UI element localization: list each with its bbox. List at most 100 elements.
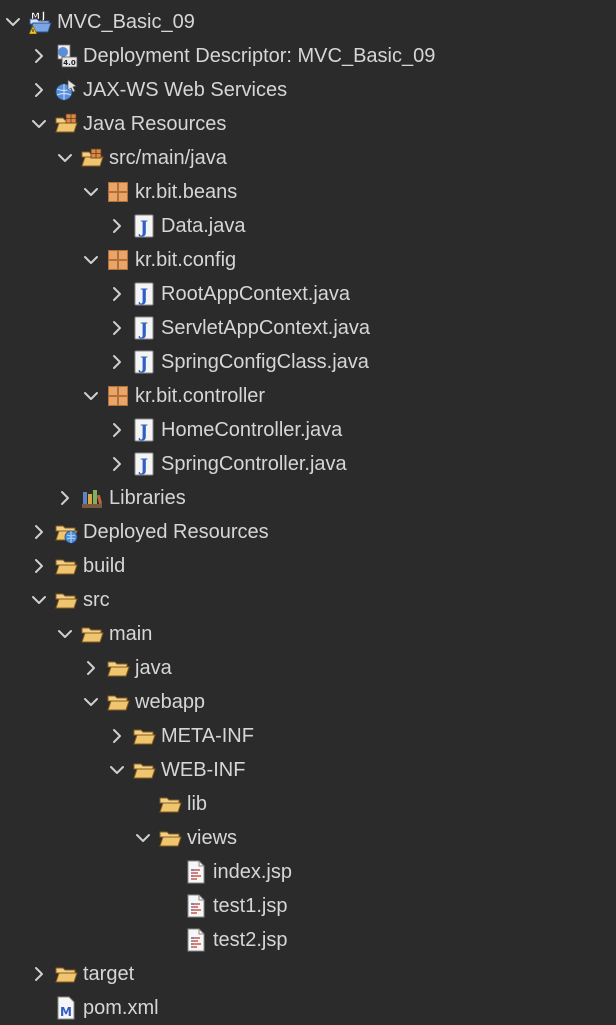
chevron-right-icon[interactable] — [104, 345, 130, 379]
chevron-right-icon[interactable] — [104, 719, 130, 753]
chevron-down-icon[interactable] — [26, 583, 52, 617]
tree-row-webapp[interactable]: webapp — [0, 685, 616, 719]
chevron-down-icon[interactable] — [78, 175, 104, 209]
chevron-right-icon[interactable] — [104, 277, 130, 311]
chevron-right-icon[interactable] — [78, 651, 104, 685]
java-file-icon: J — [132, 316, 156, 340]
svg-text:J: J — [138, 422, 148, 442]
tree-row-jax-ws-web-services[interactable]: JAX-WS Web Services — [0, 73, 616, 107]
chevron-down-icon[interactable] — [104, 753, 130, 787]
tree-item-label: Data.java — [161, 215, 246, 237]
tree-row-kr-bit-config[interactable]: kr.bit.config — [0, 243, 616, 277]
folder-icon — [106, 690, 130, 714]
chevron-right-icon[interactable] — [26, 549, 52, 583]
jsp-file-icon — [184, 860, 208, 884]
chevron-right-icon[interactable] — [26, 39, 52, 73]
tree-row-test2-jsp[interactable]: test2.jsp — [0, 923, 616, 957]
tree-row-homecontroller-java[interactable]: J HomeController.java — [0, 413, 616, 447]
chevron-down-icon[interactable] — [78, 685, 104, 719]
folder-icon — [158, 826, 182, 850]
tree-row-lib[interactable]: lib — [0, 787, 616, 821]
tree-item-label: Deployment Descriptor: MVC_Basic_09 — [83, 45, 436, 67]
tree-row-test1-jsp[interactable]: test1.jsp — [0, 889, 616, 923]
tree-item-label: webapp — [135, 691, 206, 713]
tree-item-label: java — [135, 657, 172, 679]
package-icon — [106, 180, 130, 204]
chevron-right-icon[interactable] — [104, 209, 130, 243]
tree-row-index-jsp[interactable]: index.jsp — [0, 855, 616, 889]
folder-icon — [54, 554, 78, 578]
jsp-file-icon — [184, 928, 208, 952]
chevron-down-icon[interactable] — [78, 379, 104, 413]
tree-item-label: kr.bit.controller — [135, 385, 266, 407]
tree-row-meta-inf[interactable]: META-INF — [0, 719, 616, 753]
deployment-descriptor-icon: 4.0 — [54, 44, 78, 68]
tree-item-label: kr.bit.beans — [135, 181, 238, 203]
tree-row-kr-bit-beans[interactable]: kr.bit.beans — [0, 175, 616, 209]
tree-item-label: MVC_Basic_09 — [57, 11, 195, 33]
chevron-right-icon[interactable] — [26, 957, 52, 991]
package-icon — [106, 384, 130, 408]
svg-text:4.0: 4.0 — [63, 59, 76, 67]
tree-row-main[interactable]: main — [0, 617, 616, 651]
svg-text:M: M — [60, 1005, 72, 1019]
tree-row-java[interactable]: java — [0, 651, 616, 685]
tree-item-label: src — [83, 589, 110, 611]
svg-text:J: J — [138, 456, 148, 476]
tree-row-web-inf[interactable]: WEB-INF — [0, 753, 616, 787]
chevron-down-icon[interactable] — [0, 5, 26, 39]
svg-text:J: J — [138, 286, 148, 306]
svg-text:J: J — [40, 11, 46, 22]
chevron-right-icon[interactable] — [104, 311, 130, 345]
tree-item-label: HomeController.java — [161, 419, 343, 441]
java-resources-icon — [54, 112, 78, 136]
svg-text:M: M — [31, 12, 40, 22]
tree-row-libraries[interactable]: Libraries — [0, 481, 616, 515]
java-file-icon: J — [132, 282, 156, 306]
chevron-down-icon[interactable] — [52, 617, 78, 651]
tree-row-data-java[interactable]: J Data.java — [0, 209, 616, 243]
folder-icon — [158, 792, 182, 816]
tree-item-label: main — [109, 623, 153, 645]
tree-item-label: Java Resources — [83, 113, 227, 135]
chevron-down-icon[interactable] — [130, 821, 156, 855]
web-services-icon — [54, 78, 78, 102]
tree-item-label: SpringConfigClass.java — [161, 351, 369, 373]
tree-row-views[interactable]: views — [0, 821, 616, 855]
tree-row-deployment-descriptor-mvc-basic-09[interactable]: 4.0 Deployment Descriptor: MVC_Basic_09 — [0, 39, 616, 73]
maven-pom-icon: M — [54, 996, 78, 1020]
java-file-icon: J — [132, 214, 156, 238]
chevron-down-icon[interactable] — [78, 243, 104, 277]
folder-icon — [132, 758, 156, 782]
tree-row-build[interactable]: build — [0, 549, 616, 583]
chevron-right-icon[interactable] — [26, 73, 52, 107]
tree-row-src[interactable]: src — [0, 583, 616, 617]
tree-row-src-main-java[interactable]: src/main/java — [0, 141, 616, 175]
chevron-right-icon[interactable] — [26, 515, 52, 549]
chevron-down-icon[interactable] — [52, 141, 78, 175]
svg-text:J: J — [138, 218, 148, 238]
chevron-down-icon[interactable] — [26, 107, 52, 141]
tree-row-rootappcontext-java[interactable]: J RootAppContext.java — [0, 277, 616, 311]
chevron-right-icon[interactable] — [52, 481, 78, 515]
tree-item-label: target — [83, 963, 135, 985]
tree-item-label: kr.bit.config — [135, 249, 237, 271]
source-folder-icon — [80, 146, 104, 170]
deployed-resources-icon — [54, 520, 78, 544]
java-file-icon: J — [132, 350, 156, 374]
tree-row-java-resources[interactable]: Java Resources — [0, 107, 616, 141]
chevron-right-icon[interactable] — [104, 413, 130, 447]
tree-item-label: RootAppContext.java — [161, 283, 351, 305]
tree-row-kr-bit-controller[interactable]: kr.bit.controller — [0, 379, 616, 413]
tree-row-target[interactable]: target — [0, 957, 616, 991]
chevron-right-icon[interactable] — [104, 447, 130, 481]
tree-item-label: test2.jsp — [213, 929, 288, 951]
tree-row-deployed-resources[interactable]: Deployed Resources — [0, 515, 616, 549]
tree-item-label: build — [83, 555, 126, 577]
